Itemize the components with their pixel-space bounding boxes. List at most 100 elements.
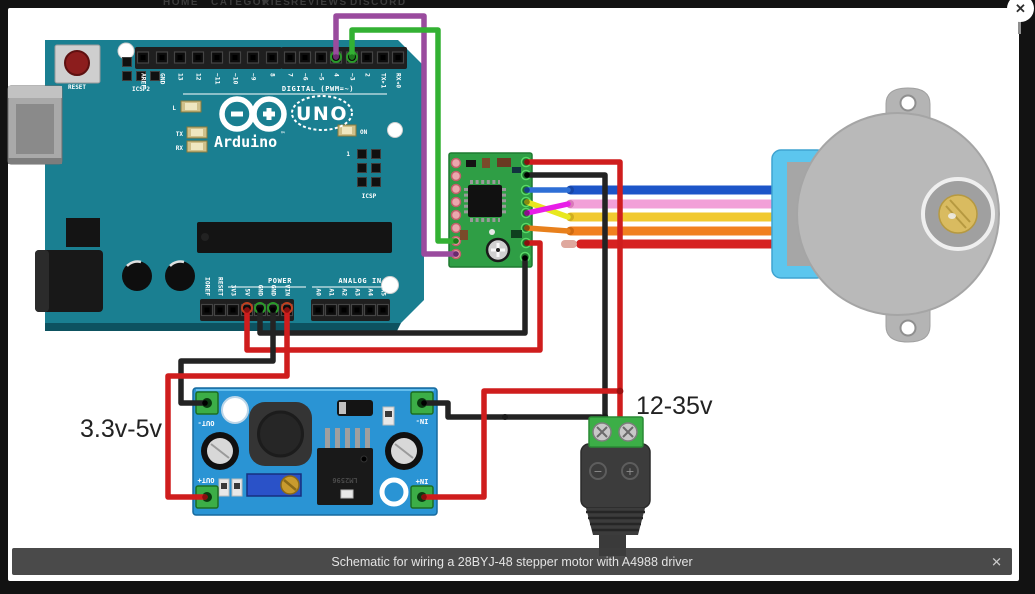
arduino-pcb-edge: [45, 323, 401, 331]
arduino-board: RESET ICSP2 AREF GND 13 12 ~11: [7, 40, 424, 331]
led-l-label: L: [172, 105, 176, 112]
svg-text:A1: A1: [328, 288, 335, 296]
wire-5v-vdd: [244, 240, 543, 353]
digital-header-left: [135, 47, 282, 69]
svg-text:TX▸1: TX▸1: [380, 73, 387, 88]
analog-pin-labels: A0 A1 A2 A3 A4 A5: [315, 288, 387, 296]
arduino-capacitors: [122, 260, 195, 291]
close-icon: ✕: [1015, 1, 1026, 16]
wire-coil-magenta: [524, 201, 571, 216]
digital-header-right: [281, 47, 407, 69]
led-rx-label: RX: [176, 145, 184, 152]
svg-text:A3: A3: [354, 288, 361, 296]
caption-bar: Schematic for wiring a 28BYJ-48 stepper …: [12, 548, 1012, 575]
power-pin-labels: IOREF RESET 3V3 5V GND GND VIN: [204, 277, 291, 296]
svg-text:GND: GND: [257, 285, 264, 297]
svg-text:~9: ~9: [250, 73, 257, 81]
digital-header-label: DIGITAL (PWM=~): [282, 85, 354, 93]
svg-text:4: 4: [333, 73, 340, 77]
chevron-down-icon: ▾: [262, 0, 269, 7]
motor-shaft: [921, 177, 995, 251]
voltage-regulator: [66, 218, 100, 247]
buck-label-in-minus: IN-: [416, 417, 429, 425]
svg-text:A2: A2: [341, 288, 348, 296]
svg-text:~10: ~10: [232, 73, 239, 85]
wire-gnd-vmot: [524, 172, 608, 420]
usb-connector: [7, 85, 63, 165]
lm2596-chip: LM2596: [317, 428, 373, 505]
reset-label: RESET: [68, 84, 86, 91]
nav-item-categories: CATEGORIES: [211, 0, 292, 7]
nav-item-reviews: REVIEWS: [291, 0, 348, 7]
svg-text:12: 12: [195, 73, 202, 81]
driver-chip: [464, 180, 506, 222]
jack-terminal-block: [588, 416, 644, 448]
svg-text:~5: ~5: [318, 73, 325, 81]
label-output-voltage: 3.3v-5v: [80, 415, 162, 443]
background-nav: HOME CATEGORIES ▾ REVIEWS DISCORD: [0, 0, 1035, 7]
svg-text:RESET: RESET: [217, 277, 224, 296]
svg-text:AREF: AREF: [140, 73, 147, 88]
wires: [165, 13, 623, 500]
svg-text:A5: A5: [380, 288, 387, 296]
analog-header-label: ANALOG IN: [338, 277, 381, 285]
close-button-stem: [1018, 20, 1021, 34]
svg-text:A4: A4: [367, 288, 374, 296]
nav-item-home: HOME: [163, 0, 199, 7]
wire-step-green: [349, 27, 459, 244]
wire-dir-purple: [333, 13, 459, 257]
svg-text:5V: 5V: [244, 288, 251, 296]
label-input-voltage: 12-35v: [636, 392, 713, 420]
power-header-label: POWER: [268, 277, 292, 285]
buck-converter-board: LM2596 OUT- OU: [192, 387, 438, 516]
jack-minus-symbol: −: [593, 465, 602, 478]
a4988-driver-board: [448, 152, 533, 268]
svg-text:VIN: VIN: [284, 285, 291, 297]
mount-hole: [117, 42, 135, 60]
digital-pin-labels: AREF GND 13 12 ~11 ~10 ~9 8 7 ~6 ~5 4 ~3…: [140, 73, 402, 88]
lightbox-close-button[interactable]: ✕: [1007, 0, 1034, 22]
arduino-power-jack: [35, 250, 103, 312]
chip-label: LM2596: [332, 476, 357, 484]
capacitor-left: [201, 432, 239, 470]
buck-mount-hole: [221, 396, 249, 424]
digital-header-pins: [136, 51, 405, 64]
jack-plus-symbol: +: [625, 465, 634, 478]
caption-close-icon[interactable]: ✕: [991, 554, 1002, 569]
reset-button: [54, 44, 101, 84]
wire-junctions: [202, 54, 624, 500]
svg-text:A0: A0: [315, 288, 322, 296]
buck-label-out-minus: OUT-: [198, 419, 215, 427]
motor-mount-hole-top: [899, 94, 917, 112]
wire-gnd-buck-out: [178, 307, 276, 406]
svg-text:13: 13: [177, 73, 184, 81]
svg-text:GND: GND: [270, 285, 277, 297]
svg-text:~11: ~11: [214, 73, 221, 85]
svg-text:3V3: 3V3: [230, 285, 237, 297]
svg-text:GND: GND: [159, 73, 166, 85]
motor-mount-hole-bottom: [899, 319, 917, 337]
caption-text: Schematic for wiring a 28BYJ-48 stepper …: [331, 554, 693, 569]
brand-tm: ™: [281, 131, 285, 138]
mount-hole: [381, 276, 399, 294]
uno-label: UNO: [296, 103, 348, 125]
arduino-logo: UNO Arduino ™: [214, 95, 353, 151]
nav-item-discord: DISCORD: [350, 0, 407, 7]
mcu-chip: [197, 222, 392, 253]
wire-buck-in-plus: [421, 388, 623, 500]
buck-label-in-plus: IN+: [416, 477, 429, 485]
icsp-pin1-label: 1: [346, 151, 350, 158]
svg-text:IOREF: IOREF: [204, 277, 211, 296]
led-on-label: ON: [360, 129, 368, 136]
trim-potentiometer: [246, 473, 302, 497]
motor-body: [796, 112, 1000, 316]
wire-gnd-driver: [257, 255, 528, 336]
svg-text:7: 7: [287, 73, 294, 77]
buck-mount-ring: [379, 477, 409, 507]
svg-text:2: 2: [364, 73, 371, 77]
jack-strain-relief: [586, 508, 645, 535]
driver-potentiometer: [485, 237, 511, 263]
svg-text:RX◂0: RX◂0: [395, 73, 402, 88]
